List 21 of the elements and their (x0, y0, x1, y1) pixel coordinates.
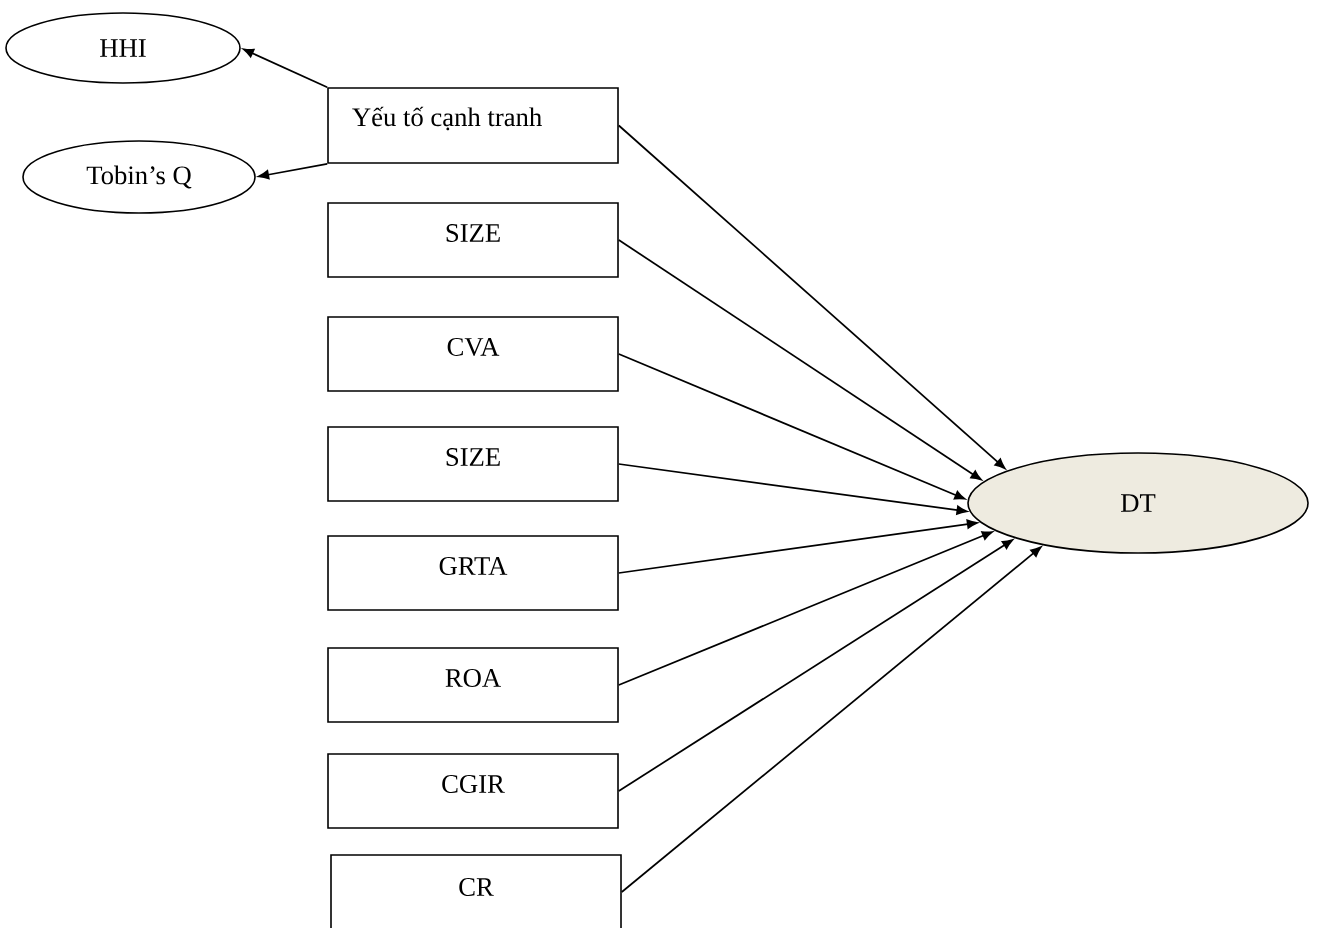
arrow (617, 239, 982, 481)
arrow (620, 546, 1042, 893)
ellipse-node: DT (967, 452, 1309, 554)
arrow (617, 124, 1006, 469)
variable-box: CR (330, 854, 622, 928)
variable-box: SIZE (327, 202, 619, 278)
variable-box: GRTA (327, 535, 619, 611)
arrow (617, 463, 968, 515)
arrow (243, 48, 329, 89)
arrow (258, 162, 329, 180)
variable-box: Yếu tố cạnh tranh (327, 87, 619, 164)
arrow (617, 539, 1014, 792)
ellipse-node: Tobin’s Q (22, 140, 256, 214)
arrow (617, 531, 993, 686)
variable-box: CGIR (327, 753, 619, 829)
variable-box: CVA (327, 316, 619, 392)
arrow (617, 353, 966, 500)
arrow (617, 519, 978, 574)
variable-box: ROA (327, 647, 619, 723)
variable-box: SIZE (327, 426, 619, 502)
ellipse-node: HHI (5, 12, 241, 84)
